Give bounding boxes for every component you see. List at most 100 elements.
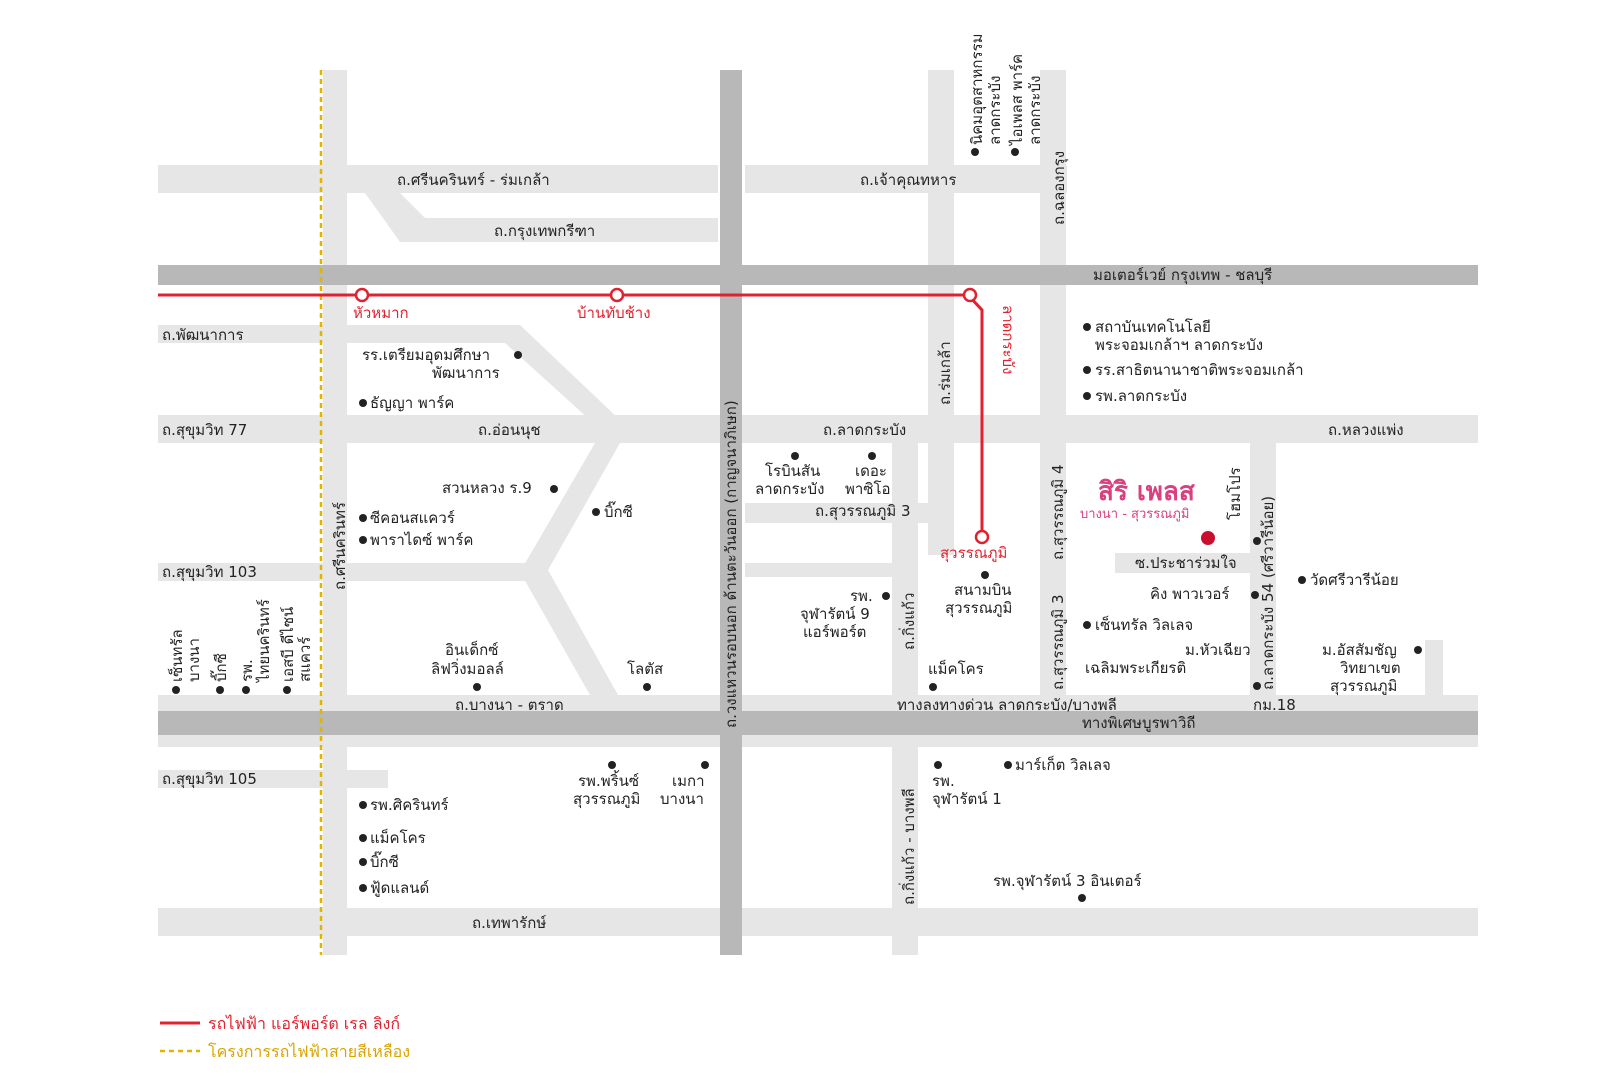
road-labels-vertical: ถ.ฉลองกรุง ถ.วงแหวนรอบนอก ด้านตะวันออก (… <box>331 151 1277 905</box>
poi-dot <box>359 514 367 522</box>
road-airport-link <box>745 563 895 577</box>
legend: รถไฟฟ้า แอร์พอร์ต เรล ลิงก์ โครงการรถไฟฟ… <box>160 1014 410 1061</box>
label-kanchanaphisek: ถ.วงแหวนรอบนอก ด้านตะวันออก (กาญจนาภิเษก… <box>722 400 740 728</box>
station-marker-lat-krabang <box>962 287 978 303</box>
legend-yellow-line: โครงการรถไฟฟ้าสายสีเหลือง <box>208 1042 410 1061</box>
poi-central-bangna-line2: บางนา <box>185 638 203 682</box>
label-krungthep-kreetha: ถ.กรุงเทพกรีฑา <box>494 222 595 241</box>
poi-triam-line1: รร.เตรียมอุดมศึกษา <box>362 346 490 365</box>
road-srinakarin <box>323 70 347 955</box>
station-lat-krabang: ลาดกระบัง <box>999 305 1017 374</box>
project-name: สิริ เพลส <box>1098 477 1195 507</box>
poi-dot <box>514 351 522 359</box>
legend-airport-rail: รถไฟฟ้า แอร์พอร์ต เรล ลิงก์ <box>208 1014 400 1033</box>
poi-dot <box>242 686 250 694</box>
poi-dot <box>608 761 616 769</box>
poi-kmitl-line2: พระจอมเกล้าฯ ลาดกระบัง <box>1095 336 1263 354</box>
label-expressway-exit: ทางลงทางด่วน ลาดกระบัง/บางพลี <box>897 696 1117 714</box>
road-phatthanakan-diagonal <box>347 325 620 420</box>
rail-route <box>158 293 984 537</box>
poi-sikarin: รพ.ศิครินทร์ <box>370 796 449 814</box>
label-lat-krabang: ถ.ลาดกระบัง <box>823 421 906 439</box>
road-chaokhun-thahan <box>745 165 1067 193</box>
poi-airport-line2: สุวรรณภูมิ <box>945 599 1012 618</box>
poi-dot <box>1083 621 1091 629</box>
road-lat-krabang-54 <box>1250 440 1276 695</box>
poi-nikhom-line2: ลาดกระบัง <box>986 76 1004 145</box>
label-motorway: มอเตอร์เวย์ กรุงเทพ - ชลบุรี <box>1093 266 1272 285</box>
road-labels: ถ.ศรีนครินทร์ - ร่มเกล้า ถ.กรุงเทพกรีฑา … <box>162 171 1404 932</box>
station-marker-hua-mak <box>354 287 370 303</box>
label-thepharak: ถ.เทพารักษ์ <box>472 914 547 932</box>
poi-dot <box>1083 323 1091 331</box>
poi-dot <box>592 508 600 516</box>
road-diagonal-kreetha <box>365 193 425 242</box>
road-bangna-trat <box>158 695 1478 711</box>
label-suvarnabhumi-3-road: ถ.สุวรรณภูมิ 3 <box>815 502 911 521</box>
poi-princ-line1: รพ.พริ้นซ์ <box>578 770 639 790</box>
poi-princ-line2: สุวรรณภูมิ <box>573 790 640 809</box>
poi-dot <box>473 683 481 691</box>
poi-dot <box>882 592 890 600</box>
poi-dot <box>1011 148 1019 156</box>
poi-king-power: คิง พาวเวอร์ <box>1150 585 1229 603</box>
road-onnut-ladkrabang <box>158 415 1478 443</box>
poi-dot <box>934 761 942 769</box>
poi-dot <box>1078 894 1086 902</box>
poi-assumption-line1: ม.อัสสัมชัญ <box>1322 641 1397 659</box>
label-kingkaeo-bangphli: ถ.กิ่งแก้ว - บางพลี <box>898 788 918 905</box>
airport-rail-link <box>158 287 990 545</box>
poi-kmitl-line1: สถาบันเทคโนโลยี <box>1095 318 1211 336</box>
label-suvarnabhumi-4: ถ.สุวรรณภูมิ 4 <box>1049 464 1068 560</box>
poi-huachiew-line1: ม.หัวเฉียว <box>1185 641 1251 659</box>
poi-robinson-line2: ลาดกระบัง <box>755 480 824 498</box>
road-expressway-exit <box>822 700 892 710</box>
poi-dot <box>216 686 224 694</box>
label-rom-klao: ถ.ร่มเกล้า <box>936 341 954 405</box>
poi-dot <box>359 399 367 407</box>
label-sukhumvit-77: ถ.สุขุมวิท 77 <box>162 421 247 440</box>
poi-paradise: พาราไดซ์ พาร์ค <box>370 531 473 549</box>
poi-wat-sriwari: วัดศรีวารีน้อย <box>1310 571 1399 589</box>
station-suvarnabhumi: สุวรรณภูมิ <box>940 544 1007 563</box>
label-km18: กม.18 <box>1253 696 1296 714</box>
label-lat-krabang-54: ถ.ลาดกระบัง 54 (ศรีวารีน้อย) <box>1259 496 1277 690</box>
poi-huachiew-line2: เฉลิมพระเกียรติ <box>1085 659 1186 677</box>
poi-index-line1: อินเด็กซ์ <box>445 640 498 659</box>
poi-dot <box>1004 761 1012 769</box>
station-marker-ban-thap-chang <box>609 287 625 303</box>
points-of-interest: นิคมอุตสาหกรรม ลาดกระบัง ไอเพลส พาร์ค ลา… <box>167 34 1422 902</box>
poi-chula1-line1: รพ. <box>932 772 955 790</box>
label-bangna-trat: ถ.บางนา - ตราด <box>455 696 564 714</box>
poi-dot <box>1083 392 1091 400</box>
road-prachar-ruam-jai <box>1115 553 1250 573</box>
poi-dot <box>643 683 651 691</box>
label-chalong-krung: ถ.ฉลองกรุง <box>1050 151 1069 225</box>
station-ban-thap-chang: บ้านทับช้าง <box>577 304 651 322</box>
label-sukhumvit-103: ถ.สุขุมวิท 103 <box>162 563 257 582</box>
label-suvarnabhumi-3-vertical: ถ.สุวรรณภูมิ 3 <box>1049 594 1068 690</box>
poi-dot <box>1251 591 1259 599</box>
poi-iplace-line1: ไอเพลส พาร์ค <box>1008 54 1026 146</box>
poi-suan-luang: สวนหลวง ร.9 <box>442 479 532 497</box>
project-location-pin[interactable] <box>1201 531 1215 545</box>
poi-thanya-park: ธัญญา พาร์ค <box>370 394 454 412</box>
label-prachar-ruam-jai: ซ.ประชาร่วมใจ <box>1135 554 1237 572</box>
project-marker[interactable]: สิริ เพลส บางนา - สุวรรณภูมิ <box>1080 477 1215 545</box>
poi-dot <box>791 452 799 460</box>
poi-dot <box>359 884 367 892</box>
road-sukhumvit-103 <box>158 563 323 581</box>
poi-chula3: รพ.จุฬารัตน์ 3 อินเตอร์ <box>993 872 1142 891</box>
poi-dot <box>359 834 367 842</box>
poi-iplace-line2: ลาดกระบัง <box>1026 76 1044 145</box>
highway-burapha-withi <box>158 711 1478 735</box>
poi-triam-line2: พัฒนาการ <box>432 364 500 382</box>
poi-dot <box>971 148 979 156</box>
road-krungthep-kreetha <box>405 218 718 242</box>
poi-chula9-line2: จุฬารัตน์ 9 <box>800 605 870 624</box>
label-srinakarin-romklao: ถ.ศรีนครินทร์ - ร่มเกล้า <box>397 171 550 189</box>
road-bangna-trat-south <box>158 735 1478 747</box>
poi-chula9-line3: แอร์พอร์ต <box>803 623 866 641</box>
label-king-kaeo: ถ.กิ่งแก้ว <box>898 593 918 650</box>
poi-assumption-line3: สุวรรณภูมิ <box>1330 677 1397 696</box>
